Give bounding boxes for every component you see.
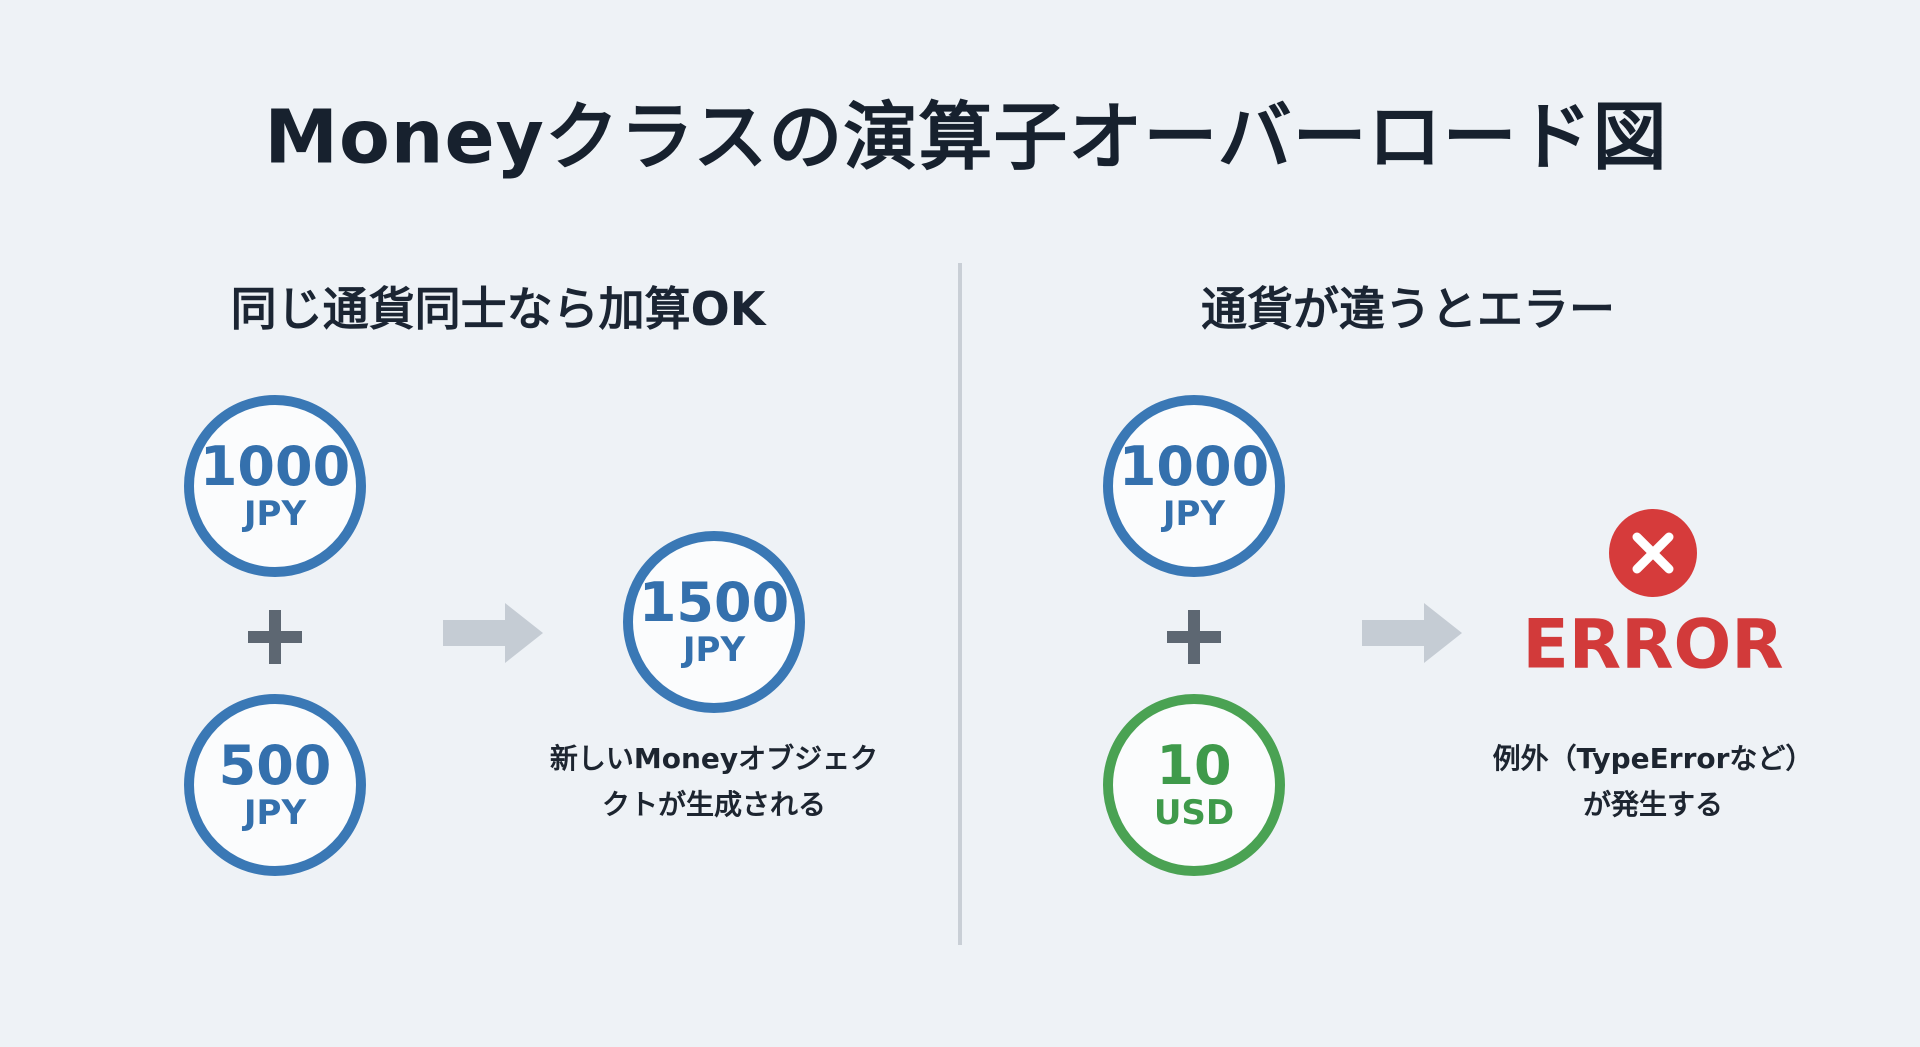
coin-currency: JPY [243,494,307,534]
coin-jpy-1000: 1000 JPY [1103,395,1285,577]
caption-line: 新しいMoneyオブジェク [549,742,879,775]
coin-jpy-500: 500 JPY [184,694,366,876]
caption-line: 例外（TypeErrorなど） [1492,742,1814,775]
coin-amount: 10 [1156,734,1232,797]
coin-currency: JPY [682,630,746,670]
coin-amount: 1000 [199,435,351,498]
coin-amount: 1500 [638,571,790,634]
coin-amount: 500 [218,734,332,797]
arrow-right-icon [443,603,543,663]
left-heading: 同じ通貨同士なら加算OK [230,282,766,336]
coin-usd-10: 10 USD [1103,694,1285,876]
coin-currency: JPY [243,793,307,833]
error-x-icon [1609,509,1697,597]
coin-amount: 1000 [1118,435,1270,498]
error-label: ERROR [1522,605,1784,685]
caption-line: クトが生成される [601,788,826,821]
arrow-right-icon [1362,603,1462,663]
left-caption: 新しいMoneyオブジェク クトが生成される [550,736,878,828]
coin-currency: JPY [1162,494,1226,534]
page-title: Moneyクラスの演算子オーバーロード図 [264,94,1668,181]
coin-jpy-1000: 1000 JPY [184,395,366,577]
right-heading: 通貨が違うとエラー [1201,282,1615,336]
coin-result-jpy-1500: 1500 JPY [623,531,805,713]
divider [958,263,962,945]
plus-icon [1167,610,1221,664]
caption-line: が発生する [1582,788,1724,821]
coin-currency: USD [1153,793,1235,833]
plus-icon [248,610,302,664]
right-caption: 例外（TypeErrorなど） が発生する [1493,736,1814,828]
